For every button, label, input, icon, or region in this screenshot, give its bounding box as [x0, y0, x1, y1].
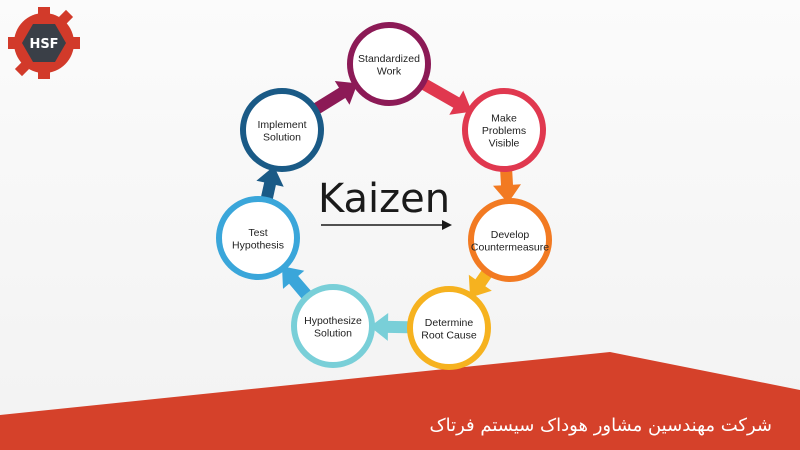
company-name: شرکت مهندسین مشاور هوداک سیستم فرتاک — [429, 415, 772, 436]
kaizen-title: Kaizen — [318, 176, 450, 222]
step-label-line: Develop — [491, 229, 530, 241]
hsf-logo: HSF — [8, 7, 80, 79]
step-label-line: Standardized — [358, 53, 420, 65]
title-arrow — [321, 220, 452, 230]
step-circle — [462, 88, 546, 172]
arrow-to-step-1 — [421, 79, 472, 115]
step-label-line: Determine — [425, 317, 474, 329]
arrow-to-step-4 — [370, 313, 409, 341]
step-label-line: Problems — [482, 125, 526, 137]
cycle-arrows — [256, 79, 521, 341]
step-label-line: Implement — [257, 119, 306, 131]
arrow-to-step-3 — [468, 270, 492, 298]
step-circle — [347, 22, 431, 106]
red-banner — [0, 352, 800, 450]
arrow-to-step-6 — [256, 166, 284, 200]
step-label-line: Hypothesis — [232, 239, 284, 251]
step-label-line: Solution — [314, 327, 352, 339]
step-label-line: Test — [248, 227, 267, 239]
arrow-to-step-0 — [313, 81, 358, 114]
step-circle — [468, 198, 552, 282]
step-label-line: Hypothesize — [304, 315, 362, 327]
step-circle — [291, 284, 375, 368]
step-label-line: Make — [491, 113, 517, 125]
step-label-line: Solution — [263, 131, 301, 143]
step-circle — [240, 88, 324, 172]
step-label-line: Work — [377, 65, 402, 77]
step-label-line: Root Cause — [421, 329, 477, 341]
arrow-to-step-5 — [282, 266, 311, 299]
logo-text: HSF — [29, 37, 58, 52]
step-circle — [407, 286, 491, 370]
step-circle — [216, 196, 300, 280]
arrow-to-step-2 — [493, 170, 521, 204]
step-label-line: Visible — [489, 138, 520, 150]
step-label-line: Countermeasure — [471, 241, 549, 253]
